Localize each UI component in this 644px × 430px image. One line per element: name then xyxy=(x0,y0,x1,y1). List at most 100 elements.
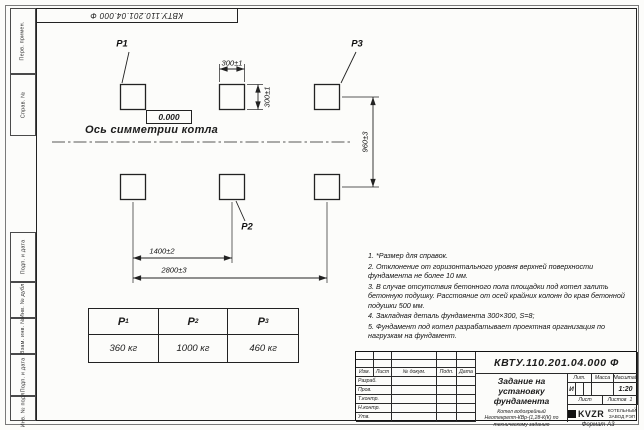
margin-box-podp-data-1: Подп. и дата xyxy=(10,232,36,282)
tb-lit-cell xyxy=(584,383,592,396)
tb-role-nkontr: Н.контр. xyxy=(356,404,392,413)
tb-scale-value: 1:20 xyxy=(614,383,638,396)
revision-cell xyxy=(356,352,374,360)
sheet-trim-frame xyxy=(5,5,639,425)
header-sub: 1 xyxy=(125,318,129,325)
load-point-label-p1: Р1 xyxy=(116,38,128,50)
note-3: 3. В случае отсутствия бетонного пола пл… xyxy=(368,281,625,310)
header-base: Р xyxy=(187,315,195,328)
revision-cell xyxy=(437,360,457,368)
dim-plate-width: 300±1 xyxy=(221,58,243,68)
tb-role-utv: Утв. xyxy=(356,413,392,422)
tb-role-prov: Пров. xyxy=(356,386,392,395)
tb-lit-cell xyxy=(576,383,584,396)
tb-role-date-cell xyxy=(457,386,476,395)
revision-cell xyxy=(437,352,457,360)
format-label: Формат А3 xyxy=(581,422,615,428)
tb-lit-label: Лит. xyxy=(568,374,592,383)
revision-cell xyxy=(356,360,374,368)
tb-scale-label: Масштаб xyxy=(614,374,638,383)
tb-col-podp: Подп. xyxy=(437,368,457,377)
revision-cell xyxy=(392,360,437,368)
load-table-value-p1: 360 кг xyxy=(89,335,159,362)
anchor-plates xyxy=(119,83,341,201)
note-5: 5. Фундамент под котел разрабатывает про… xyxy=(368,321,605,341)
tb-subtitle: Котел водогрейный Неотекрепт-КВр-(1,28-К… xyxy=(484,409,559,428)
kvzr-logo-text: KVZR xyxy=(578,408,605,419)
dim-plate-height: 300±1 xyxy=(262,86,272,108)
margin-box-vzam-inv: Взам. инв. № xyxy=(10,318,36,354)
tb-col-izm: Изм. xyxy=(356,368,374,377)
tb-col-dokum: № докум. xyxy=(392,368,437,377)
kvzr-logo-icon xyxy=(568,409,576,418)
tb-role-sign-cell xyxy=(437,377,457,386)
tb-role-name-cell xyxy=(392,386,437,395)
tb-role-date-cell xyxy=(457,404,476,413)
tb-title-cell: Задание на установку фундамента Котел во… xyxy=(476,374,568,428)
margin-box-podp-data-2: Подп. и дата xyxy=(10,354,36,396)
tb-role-sign-cell xyxy=(437,404,457,413)
tb-role-tkontr: Т.контр. xyxy=(356,395,392,404)
tb-col-data: Дата xyxy=(457,368,476,377)
note-1: 1. *Размер для справок. xyxy=(368,251,448,260)
tb-sheets-value: 1 xyxy=(629,397,633,403)
header-base: Р xyxy=(257,315,265,328)
tb-mass-label: Масса xyxy=(592,374,614,383)
leader-lines xyxy=(121,51,357,222)
header-base: Р xyxy=(117,315,126,328)
tb-sheet-label: Лист xyxy=(568,396,603,405)
margin-box-sprav-no: Справ. № xyxy=(10,74,36,136)
company-name: КОТЕЛЬНЫЙ ЗАВОД РЭП xyxy=(607,408,637,419)
tb-role-sign-cell xyxy=(437,395,457,404)
tb-sheets-cell: Листов 1 xyxy=(603,396,638,405)
top-doc-number-stamp: КВТУ.110.201.04.000 Ф xyxy=(37,9,238,23)
tb-role-sign-cell xyxy=(437,413,457,422)
note-4: 4. Закладная деталь фундамента 300×300, … xyxy=(368,311,535,320)
revision-cell xyxy=(374,352,392,360)
margin-box-perv-primen: Перв. примен. xyxy=(10,8,36,74)
dim-row-spacing: 960±3 xyxy=(360,131,370,153)
tb-col-list: Лист xyxy=(374,368,392,377)
revision-cell xyxy=(392,352,437,360)
load-table-value-p2: 1000 кг xyxy=(159,335,229,362)
tb-sheets-label: Листов xyxy=(607,397,627,403)
tb-role-name-cell xyxy=(392,395,437,404)
load-point-label-p3: Р3 xyxy=(351,38,363,50)
tb-role-date-cell xyxy=(457,395,476,404)
tb-doc-number: КВТУ.110.201.04.000 Ф xyxy=(476,352,638,374)
dim-half-span: 1400±2 xyxy=(149,246,175,256)
revision-cell xyxy=(457,360,476,368)
load-table-value-p3: 460 кг xyxy=(249,343,277,354)
dimension-lines xyxy=(133,66,376,281)
margin-box-inv-dubl: Инв. № дубл. xyxy=(10,282,36,318)
tb-company-cell: KVZR КОТЕЛЬНЫЙ ЗАВОД РЭП xyxy=(568,405,638,422)
tb-role-date-cell xyxy=(457,413,476,422)
elevation-value: 0.000 xyxy=(158,112,180,122)
margin-box-inv-podl: Инв. № подл. xyxy=(10,390,36,427)
tb-role-name-cell xyxy=(392,413,437,422)
header-sub: 2 xyxy=(194,318,199,325)
tb-mass-value xyxy=(592,383,614,396)
header-sub: 3 xyxy=(264,318,269,325)
tb-role-sign-cell xyxy=(437,386,457,395)
load-point-label-p2: Р2 xyxy=(241,221,253,233)
revision-cell xyxy=(457,352,476,360)
dim-full-span: 2800±3 xyxy=(161,265,187,275)
symmetry-axis-label: Ось симметрии котла xyxy=(85,124,219,136)
elevation-mark: 0.000 xyxy=(146,110,192,124)
tb-role-name-cell xyxy=(392,404,437,413)
tb-title: Задание на установку фундамента xyxy=(493,376,550,406)
extension-lines xyxy=(132,64,379,283)
tb-role-name-cell xyxy=(392,377,437,386)
revision-cell xyxy=(374,360,392,368)
technical-notes: 1. *Размер для справок. 2. Отклонение от… xyxy=(368,251,634,342)
note-2: 2. Отклонение от горизонтального уровня … xyxy=(368,261,594,281)
title-block: Изм. Лист № докум. Подп. Дата Разраб. Пр… xyxy=(355,351,638,428)
tb-role-date-cell xyxy=(457,377,476,386)
